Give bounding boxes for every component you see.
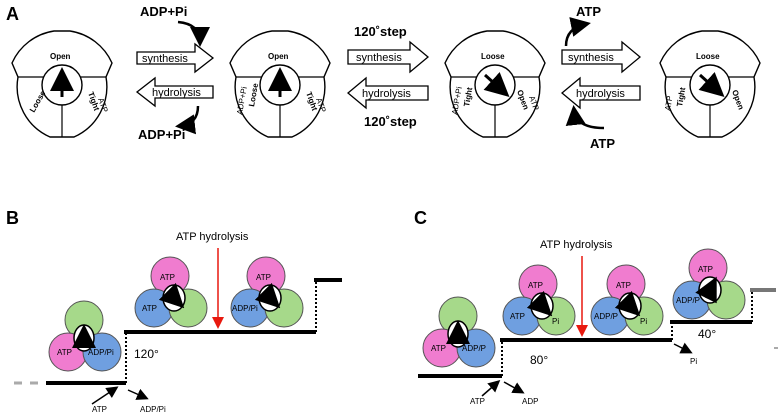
rotor1-open-label: Open — [50, 52, 71, 61]
panel-b-steps — [14, 278, 342, 385]
panel-c-c1-adp: ADP/P — [462, 344, 486, 353]
hydrolysis-arrow-3: hydrolysis — [560, 76, 641, 110]
panel-c-c2-atp-left: ATP — [510, 312, 525, 321]
rotor4-tight-label: Tight — [675, 86, 687, 107]
rotor-4: Loose Tight ATP Open — [659, 30, 761, 138]
panel-c-c1-atp: ATP — [431, 344, 446, 353]
panel-b-cluster-3: ATP ADP/Pi — [230, 256, 304, 328]
panel-b-c3-adp: ADP/Pi — [232, 304, 258, 313]
panel-c-cluster-1: ATP ADP/P — [422, 296, 496, 368]
panel-b-c2-atp-left: ATP — [142, 304, 157, 313]
rotor2-open-label: Open — [268, 52, 289, 61]
rotor4-loose-label: Loose — [696, 52, 720, 61]
adp-pi-bottom-label: ADP+Pi — [138, 127, 185, 142]
hydrolysis-label-1: hydrolysis — [152, 87, 201, 99]
panel-b-angle: 120° — [134, 347, 159, 361]
rotor-2: Open Loose ADP+Pi Tight ATP — [229, 30, 331, 138]
hydrolysis-label-2: hydrolysis — [362, 88, 411, 100]
rotor-1: Open Loose Tight ATP — [11, 30, 113, 138]
panel-c-steps — [418, 288, 778, 378]
atp-bottom-label: ATP — [590, 136, 615, 151]
panel-b-hydrolysis-label: ATP hydrolysis — [176, 231, 249, 243]
hydrolysis-label-3: hydrolysis — [576, 88, 625, 100]
panel-c-c3-adp: ADP/P — [594, 312, 618, 321]
panel-b-cluster-2: ATP ATP — [134, 256, 208, 328]
synthesis-arrow-1: synthesis — [136, 42, 215, 74]
synthesis-label-1: synthesis — [142, 53, 188, 65]
panel-letter-b: B — [6, 208, 19, 228]
panel-c-c4-atp-top: ATP — [698, 265, 713, 274]
hydrolysis-arrow-2: hydrolysis — [346, 76, 429, 110]
panel-b-c2-atp-top: ATP — [160, 273, 175, 282]
panel-b-atp-in: ATP — [92, 405, 107, 414]
panel-b-cluster-1: ATP ADP/Pi — [48, 300, 122, 372]
panel-c-c4-adp: ADP/P — [676, 296, 700, 305]
panel-c-cluster-3: ATP ADP/P Pi — [590, 264, 664, 336]
hydrolysis-arrow-1: hydrolysis — [135, 76, 214, 108]
step-bottom-label: 120˚step — [364, 114, 417, 129]
panel-c-angle-80: 80° — [530, 353, 548, 367]
rotor2-loose-label: Loose — [247, 82, 260, 107]
panel-c-angle-40: 40° — [698, 327, 716, 341]
panel-c-c3-pi: Pi — [640, 317, 647, 326]
panel-letter-a: A — [6, 4, 19, 24]
panel-b-c1-adp: ADP/Pi — [88, 348, 114, 357]
panel-c-c3-atp-top: ATP — [616, 281, 631, 290]
panel-c-adp-out: ADP — [522, 397, 538, 406]
panel-c-cluster-4: ATP ADP/P — [672, 248, 746, 320]
adp-pi-top-label: ADP+Pi — [140, 4, 187, 19]
panel-b-c1-atp: ATP — [57, 348, 72, 357]
panel-c-cluster-2: ATP ATP Pi — [502, 264, 576, 336]
synthesis-arrow-2: synthesis — [347, 40, 430, 74]
step-top-label: 120˚step — [354, 24, 407, 39]
panel-c-c2-pi: Pi — [552, 317, 559, 326]
panel-b-c3-atp-top: ATP — [256, 273, 271, 282]
atp-top-label: ATP — [576, 4, 601, 19]
rotor-3: Loose Tight ADP+Pi Open ATP — [444, 30, 546, 138]
synthesis-label-2: synthesis — [356, 52, 402, 64]
rotor4-atp-label: ATP — [663, 95, 674, 111]
panel-c-pi-out: Pi — [690, 357, 697, 366]
synthesis-label-3: synthesis — [568, 52, 614, 64]
synthesis-arrow-3: synthesis — [561, 40, 642, 74]
rotor3-loose-label: Loose — [481, 52, 505, 61]
panel-c-hydrolysis-label: ATP hydrolysis — [540, 239, 613, 251]
panel-letter-c: C — [414, 208, 427, 228]
panel-c-atp-in: ATP — [470, 397, 485, 406]
rotor3-tight-label: Tight — [462, 86, 474, 107]
panel-c-c2-atp-top: ATP — [528, 281, 543, 290]
panel-b-adp-out: ADP/Pi — [140, 405, 166, 414]
